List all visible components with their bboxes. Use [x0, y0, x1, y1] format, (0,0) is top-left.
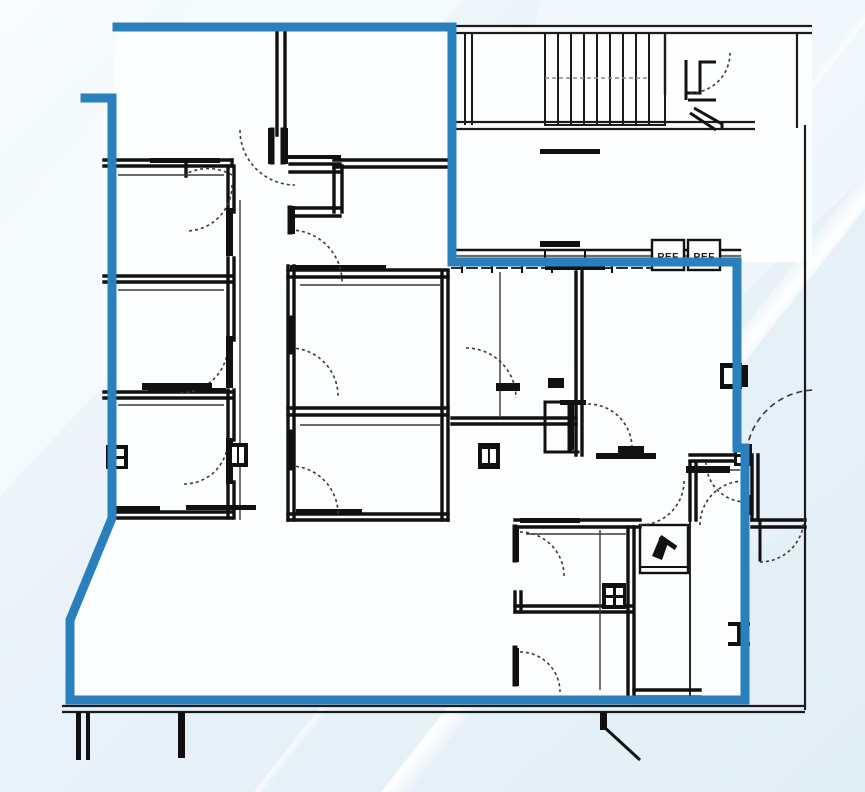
door-thresholds — [112, 378, 730, 513]
lobby-angled-wall — [684, 60, 724, 132]
fixture-panel-center — [478, 443, 500, 469]
exterior-angled-stub — [601, 724, 642, 762]
fixture-panel-south — [602, 583, 626, 609]
stair-run-northeast — [464, 32, 667, 126]
column-symbol-corridor — [728, 622, 750, 646]
suite-interior-fill — [70, 27, 812, 700]
exterior-wall-stubs — [76, 712, 607, 760]
fixture-panel-west-2 — [228, 443, 248, 467]
fixture-restroom-symbol — [652, 534, 678, 560]
door-swing-arcs — [179, 52, 817, 693]
leased-area-boundary — [65, 22, 750, 705]
